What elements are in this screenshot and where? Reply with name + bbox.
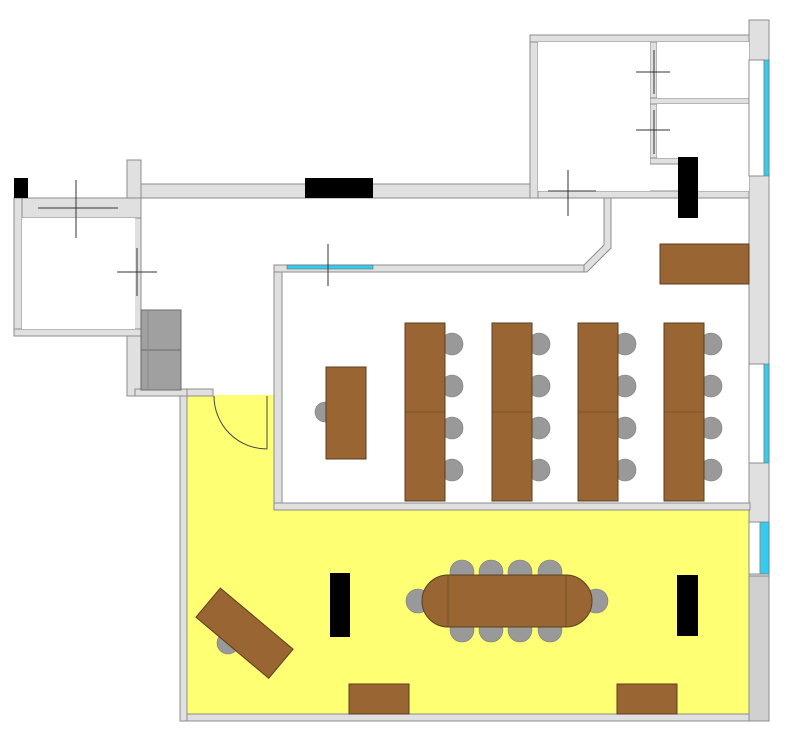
wall-west-room-left [13, 197, 23, 337]
teacher-desk[interactable] [325, 366, 367, 460]
window-east-meeting[interactable] [759, 521, 770, 575]
wall-inner-cutouts [22, 42, 749, 329]
window-east-office[interactable] [763, 59, 770, 177]
wall-corridor-east [537, 190, 750, 199]
wall-office-partition-h1 [649, 97, 750, 105]
screen-meeting-right[interactable] [677, 575, 698, 636]
black-blocks [14, 157, 698, 637]
office-south-interior [657, 104, 749, 158]
screen-meeting-left[interactable] [330, 573, 350, 637]
window-classroom-north[interactable] [286, 264, 374, 270]
door-markers [38, 50, 670, 296]
screen-office[interactable] [678, 157, 698, 218]
office-north-interior [657, 42, 749, 98]
wall-west-room-bottom [13, 328, 142, 337]
east-wall-gaps [748, 59, 765, 575]
classroom-desks [404, 322, 705, 502]
wall-meeting-west [179, 389, 188, 722]
office-desk[interactable] [659, 243, 750, 285]
wall-ne-north [529, 34, 750, 43]
tilted-desk[interactable] [195, 587, 294, 679]
wall-corridor-bend [583, 197, 612, 273]
door-meeting[interactable] [213, 395, 268, 450]
wall-classroom-west [273, 264, 283, 509]
window-east-classroom[interactable] [763, 363, 770, 464]
blackout-west-corner [14, 178, 28, 198]
classroom-chairs [440, 332, 723, 482]
stair-block [140, 309, 182, 391]
blackout-corridor [305, 178, 373, 198]
ne-interior-north [538, 42, 650, 191]
west-room-interior [22, 218, 135, 329]
cabinet-right[interactable] [616, 683, 678, 715]
meeting-table[interactable] [421, 574, 593, 628]
wall-classroom-south [273, 502, 751, 511]
wall-ne-west [529, 34, 539, 199]
wall-office-partition-h2 [649, 157, 683, 165]
east-wall-lower-grey [748, 575, 770, 722]
cabinet-left[interactable] [348, 683, 410, 715]
wall-south [179, 713, 770, 722]
